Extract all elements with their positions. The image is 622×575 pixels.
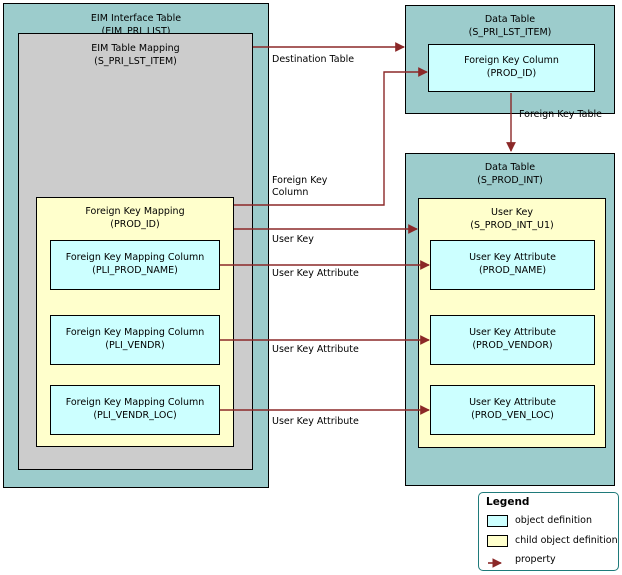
user-key-attribute-2-line1: User Key Attribute	[469, 327, 556, 338]
foreign-key-mapping-column-1-line2: (PLI_PROD_NAME)	[92, 265, 178, 276]
label-user-key-attribute-3: User Key Attribute	[272, 416, 359, 427]
foreign-key-mapping-column-1: Foreign Key Mapping Column (PLI_PROD_NAM…	[50, 240, 220, 290]
user-key-attribute-3: User Key Attribute (PROD_VEN_LOC)	[430, 385, 595, 435]
legend-item-property-label: property	[515, 554, 556, 565]
eim-table-mapping-title-line2: (S_PRI_LST_ITEM)	[94, 56, 177, 67]
label-user-key-attribute-2: User Key Attribute	[272, 344, 359, 355]
user-key-title-line2: (S_PROD_INT_U1)	[470, 220, 554, 231]
property-arrow-icon	[487, 554, 508, 568]
data-table-top-title-line1: Data Table	[484, 14, 536, 25]
eim-interface-table-title-line1: EIM Interface Table	[90, 13, 182, 24]
legend-item-child-object-definition-label: child object definition	[515, 535, 618, 546]
foreign-key-mapping-title-line1: Foreign Key Mapping	[85, 206, 185, 217]
foreign-key-mapping-column-2: Foreign Key Mapping Column (PLI_VENDR)	[50, 315, 220, 365]
user-key-attribute-1-line1: User Key Attribute	[469, 252, 556, 263]
user-key-attribute-1-line2: (PROD_NAME)	[478, 265, 547, 276]
label-user-key-attribute-1: User Key Attribute	[272, 268, 359, 279]
foreign-key-mapping-column-2-line2: (PLI_VENDR)	[105, 340, 165, 351]
foreign-key-mapping-column-3: Foreign Key Mapping Column (PLI_VENDR_LO…	[50, 385, 220, 435]
legend-item-object-definition-label: object definition	[515, 515, 593, 526]
data-table-top-title-line2: (S_PRI_LST_ITEM)	[468, 27, 552, 38]
object-definition-swatch-icon	[487, 514, 508, 527]
label-destination-table: Destination Table	[272, 54, 355, 65]
label-foreign-key-column-line1: Foreign Key	[272, 175, 328, 186]
foreign-key-mapping-column-2-line1: Foreign Key Mapping Column	[65, 327, 205, 338]
user-key-title-line1: User Key	[491, 207, 533, 218]
foreign-key-mapping-column-1-line1: Foreign Key Mapping Column	[65, 252, 205, 263]
child-object-definition-swatch-icon	[487, 534, 508, 547]
label-user-key: User Key	[272, 234, 314, 245]
legend: Legend object definition child object de…	[478, 492, 619, 571]
foreign-key-column-line1: Foreign Key Column	[464, 55, 559, 66]
legend-item-property: property	[487, 552, 556, 568]
data-table-bottom-title-line2: (S_PROD_INT)	[477, 175, 543, 186]
user-key-attribute-2: User Key Attribute (PROD_VENDOR)	[430, 315, 595, 365]
label-foreign-key-column-line2: Column	[272, 187, 309, 198]
foreign-key-column-line2: (PROD_ID)	[486, 68, 537, 79]
legend-item-child-object-definition: child object definition	[487, 533, 618, 548]
foreign-key-mapping-column-3-line2: (PLI_VENDR_LOC)	[93, 410, 177, 421]
data-table-bottom-title-line1: Data Table	[484, 162, 536, 173]
foreign-key-mapping-column-3-line1: Foreign Key Mapping Column	[65, 397, 205, 408]
user-key-attribute-1: User Key Attribute (PROD_NAME)	[430, 240, 595, 290]
legend-title: Legend	[486, 496, 530, 508]
eim-interface-table-title-line2: (EIM_PRI_LIST)	[101, 26, 171, 37]
foreign-key-column-box: Foreign Key Column (PROD_ID)	[428, 44, 595, 92]
user-key-attribute-3-line1: User Key Attribute	[469, 397, 556, 408]
user-key-attribute-3-line2: (PROD_VEN_LOC)	[471, 410, 554, 421]
foreign-key-mapping-title-line2: (PROD_ID)	[110, 219, 160, 230]
legend-item-object-definition: object definition	[487, 513, 592, 528]
eim-table-mapping-title-line1: EIM Table Mapping	[91, 43, 180, 54]
user-key-attribute-2-line2: (PROD_VENDOR)	[472, 340, 553, 351]
label-foreign-key-table: Foreign Key Table	[519, 109, 602, 120]
